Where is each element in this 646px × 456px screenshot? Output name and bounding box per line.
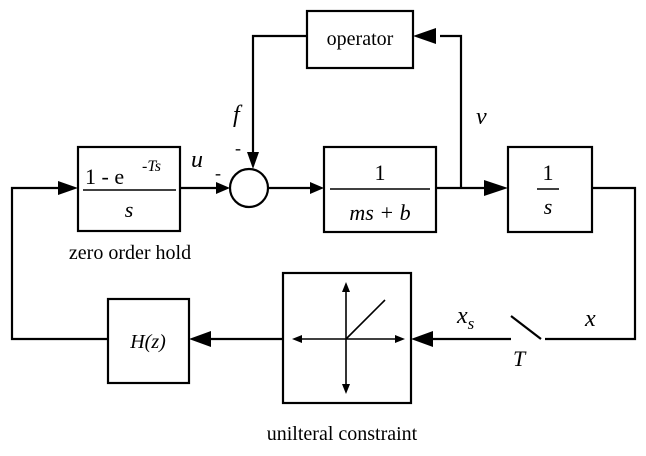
arrow-into-controller — [189, 331, 211, 347]
integrator-denominator: s — [544, 194, 553, 219]
wire-controller-to-zoh — [10, 186, 108, 341]
integrator-numerator: 1 — [543, 160, 554, 185]
sign-f-minus: - — [235, 138, 241, 158]
arrow-into-constraint — [411, 331, 433, 347]
summing-junction — [228, 167, 270, 209]
constraint-diagonal — [345, 299, 386, 340]
wire-x-output — [545, 186, 637, 341]
zero-order-hold-block — [76, 145, 182, 233]
zoh-numerator: 1 - e — [85, 164, 124, 189]
signal-xs-label: xs — [456, 303, 475, 333]
sign-u-minus: - — [215, 163, 221, 183]
constraint-arrow-right — [395, 335, 405, 343]
operator-label: operator — [327, 28, 394, 50]
arrow-into-zoh — [58, 181, 78, 195]
signal-xs-base: x — [456, 303, 468, 329]
arrow-into-sum — [216, 182, 230, 194]
arrow-f-into-sum — [247, 152, 259, 169]
arrow-into-operator — [413, 28, 436, 44]
controller-label: H(z) — [129, 331, 166, 353]
zoh-exponent: -Ts — [142, 158, 161, 175]
sample-period-label: T — [513, 346, 527, 371]
zoh-denominator: s — [125, 197, 134, 222]
arrow-into-plant — [310, 182, 324, 194]
constraint-arrow-left — [292, 335, 302, 343]
signal-xs-subscript: s — [468, 314, 475, 333]
operator-block — [305, 9, 415, 70]
signal-u-label: u — [191, 147, 203, 173]
sampler-switch — [510, 315, 542, 340]
plant-denominator: ms + b — [349, 200, 410, 225]
wire-operator-to-sum — [251, 34, 307, 158]
constraint-caption: unilteral constraint — [267, 423, 418, 445]
zoh-caption: zero order hold — [69, 242, 191, 264]
plant-numerator: 1 — [375, 160, 386, 185]
controller-block — [106, 297, 191, 385]
zoh-numerator-text: 1 - e — [85, 164, 124, 189]
constraint-arrow-down — [342, 384, 350, 394]
signal-f-label: f — [233, 102, 243, 128]
signal-x-label: x — [584, 306, 596, 332]
signal-v-label: v — [476, 104, 487, 130]
wire-v-feedback — [440, 34, 463, 188]
arrow-into-integrator — [484, 180, 508, 196]
constraint-arrow-up — [342, 282, 350, 292]
